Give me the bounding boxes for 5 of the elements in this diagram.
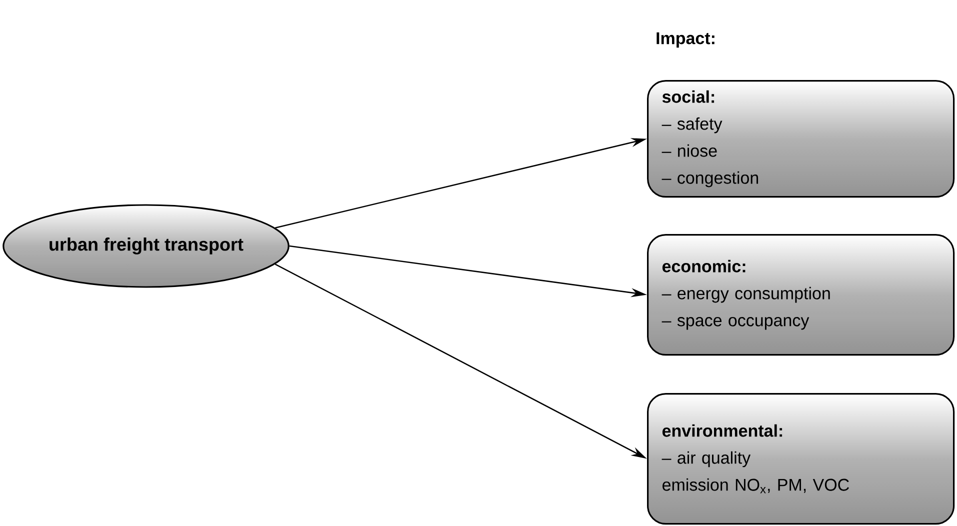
rounded-box: economic: – energy consumption – space occupancy [647, 234, 955, 356]
ellipse-node: urban freight transport [2, 204, 290, 288]
rounded-box: social: – safety – niose – congestion [647, 80, 955, 198]
rounded-box: environmental: – air quality emission NO$_{x}$, PM, VOC [647, 393, 955, 525]
heading: Impact: [656, 32, 714, 48]
